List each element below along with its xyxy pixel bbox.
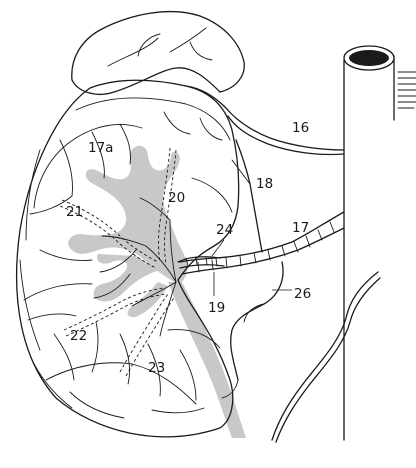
ureter-shape — [168, 282, 246, 438]
label-24: 24 — [216, 222, 233, 238]
label-16: 16 — [292, 120, 309, 136]
label-18: 18 — [256, 176, 273, 192]
label-17a: 17a — [88, 140, 113, 156]
adrenal-outline — [72, 12, 244, 92]
lower-branch-26-inner — [222, 304, 264, 398]
lower-calyx-tip — [128, 282, 168, 317]
lobe-outline-upper — [76, 98, 230, 140]
gonadal-artery-b — [276, 278, 380, 442]
label-20: 20 — [168, 190, 185, 206]
adrenal-artery-16 — [186, 86, 344, 150]
label-19: 19 — [208, 300, 225, 316]
label-21: 21 — [66, 204, 83, 220]
upper-segmental-artery-18 — [236, 140, 262, 252]
adrenal-inner-vessel-a — [108, 28, 212, 66]
aorta-shading — [398, 72, 416, 108]
leader-24 — [212, 240, 224, 256]
renal-artery-17-top — [180, 212, 344, 262]
label-17: 17 — [292, 220, 309, 236]
label-26: 26 — [294, 286, 311, 302]
label-23: 23 — [148, 360, 165, 376]
lobe-outline-lower — [24, 284, 196, 404]
label-22: 22 — [70, 328, 87, 344]
aorta-lumen-inner — [349, 50, 389, 66]
adrenal-artery-16-lower — [228, 116, 344, 155]
lower-branch-26 — [231, 262, 283, 380]
surface-vessels — [20, 112, 222, 418]
